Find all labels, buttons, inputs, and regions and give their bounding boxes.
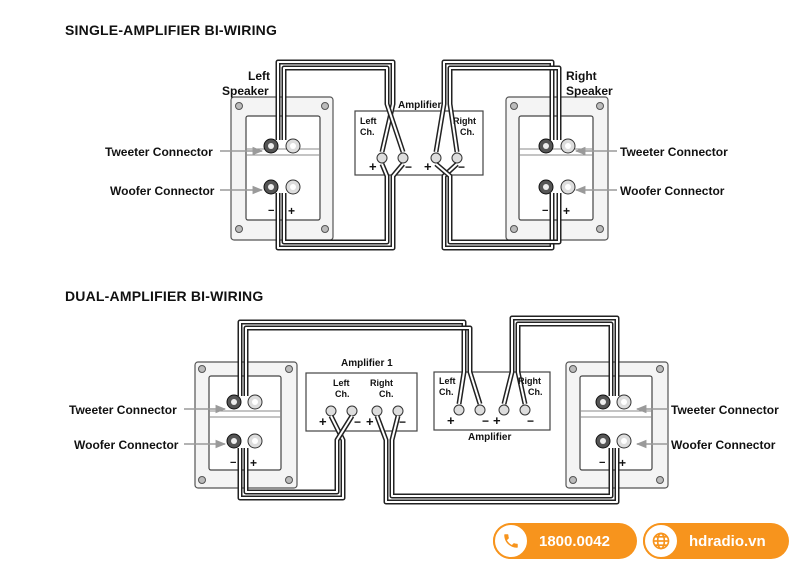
amp1-left-ch-line1: Left [333,378,350,388]
website-badge[interactable]: hdradio.vn [643,523,789,559]
dual-right-woofer-label: Woofer Connector [671,438,776,452]
phone-icon [493,523,529,559]
single-left-ch-line2: Ch. [360,127,375,137]
single-right-woofer-label: Woofer Connector [620,184,725,198]
single-right-ch-line1: Right [453,116,476,126]
dual-wiring [237,315,620,505]
svg-text:+: + [319,414,327,429]
single-arrows [220,146,617,195]
globe-icon [643,523,679,559]
amp1-right-ch-line1: Right [370,378,393,388]
svg-text:+: + [493,413,501,428]
dual-right-tweeter-label: Tweeter Connector [671,403,779,417]
website-url: hdradio.vn [689,532,766,550]
svg-text:−: − [527,414,534,428]
svg-text:+: + [250,456,257,470]
single-left-ch-line1: Left [360,116,377,126]
single-wiring [275,59,562,251]
dual-left-woofer-label: Woofer Connector [74,438,179,452]
single-right-ch-line2: Ch. [460,127,475,137]
left-speaker-label-line2: Speaker [222,84,269,98]
svg-text:+: + [366,414,374,429]
single-left-woofer-label: Woofer Connector [110,184,215,198]
amp2-left-ch-line2: Ch. [439,387,454,397]
single-amplifier-label: Amplifier [398,100,441,111]
svg-text:−: − [405,160,412,174]
amp2-right-ch-line2: Ch. [528,387,543,397]
svg-text:−: − [599,457,605,469]
single-right-tweeter-label: Tweeter Connector [620,145,728,159]
right-speaker: − + [505,96,609,241]
svg-text:+: + [447,413,455,428]
svg-text:+: + [619,456,626,470]
left-speaker-label-line1: Left [248,69,270,83]
amplifier-1: + − + − [305,372,418,432]
svg-text:−: − [542,205,548,217]
dual-amp-title: DUAL-AMPLIFIER BI-WIRING [65,288,264,304]
right-speaker-label-line1: Right [566,69,597,83]
svg-text:−: − [230,457,236,469]
amp2-left-ch-line1: Left [439,376,456,386]
svg-text:+: + [288,204,295,218]
right-speaker-label-line2: Speaker [566,84,613,98]
single-amplifier: + − + − [354,110,484,176]
single-left-tweeter-label: Tweeter Connector [105,145,213,159]
svg-text:−: − [268,205,274,217]
amp1-left-ch-line2: Ch. [335,389,350,399]
amplifier-2: + − + − [433,371,551,431]
svg-text:−: − [354,415,361,429]
dual-arrows [184,404,668,449]
amplifier-1-label: Amplifier 1 [341,358,393,369]
svg-text:−: − [458,160,465,174]
wiring-diagram: − + − + + − + − [69,59,779,505]
single-amp-title: SINGLE-AMPLIFIER BI-WIRING [65,22,278,38]
svg-text:+: + [369,159,377,174]
svg-text:+: + [563,204,570,218]
svg-text:−: − [482,414,489,428]
svg-text:+: + [424,159,432,174]
amplifier-2-label: Amplifier [468,432,511,443]
amp1-right-ch-line2: Ch. [379,389,394,399]
left-speaker: − + [230,96,334,241]
phone-badge[interactable]: 1800.0042 [493,523,637,559]
phone-number: 1800.0042 [539,532,610,550]
amp2-right-ch-line1: Right [518,376,541,386]
dual-left-tweeter-label: Tweeter Connector [69,403,177,417]
svg-text:−: − [399,415,406,429]
